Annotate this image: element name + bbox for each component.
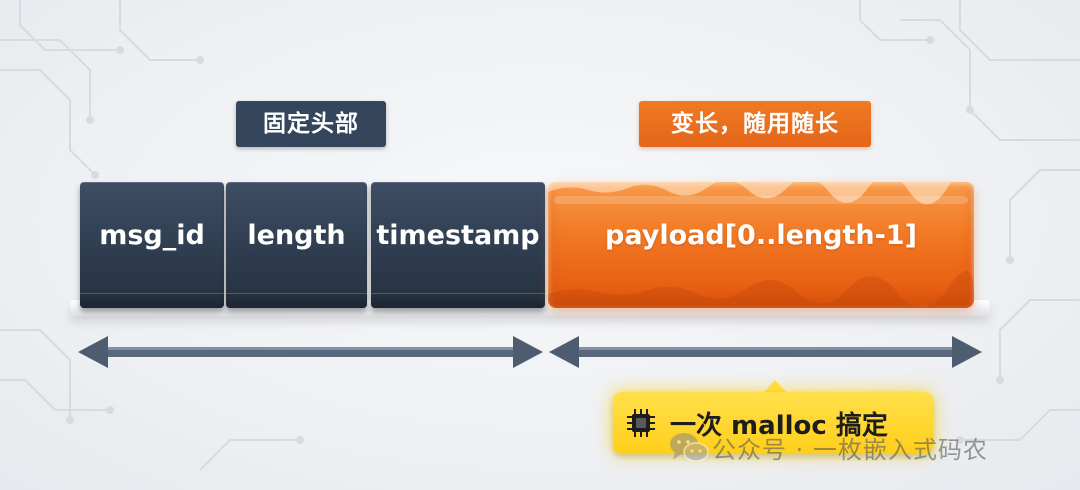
variable-length-label: 变长，随用随长 xyxy=(639,101,871,147)
payload-span-arrow xyxy=(549,336,982,368)
payload-block: payload[0..length-1] xyxy=(548,182,974,308)
header-span-arrow xyxy=(78,336,543,368)
msg-id-block: msg_id xyxy=(80,182,224,308)
length-label: length xyxy=(247,220,346,251)
chip-icon xyxy=(627,409,655,437)
badge-pointer xyxy=(763,380,787,393)
watermark-text: 公众号 · 一枚嵌入式码农 xyxy=(712,436,988,464)
malloc-badge-text: 一次 malloc 搞定 xyxy=(670,411,888,441)
msg-id-label: msg_id xyxy=(99,220,205,251)
fixed-header-label: 固定头部 xyxy=(236,101,386,147)
payload-gloss xyxy=(548,182,974,308)
timestamp-label: timestamp xyxy=(376,220,540,251)
payload-label: payload[0..length-1] xyxy=(605,220,917,251)
wechat-icon xyxy=(670,433,709,462)
malloc-badge xyxy=(613,392,933,454)
length-block: length xyxy=(226,182,367,308)
timestamp-block: timestamp xyxy=(371,182,545,308)
